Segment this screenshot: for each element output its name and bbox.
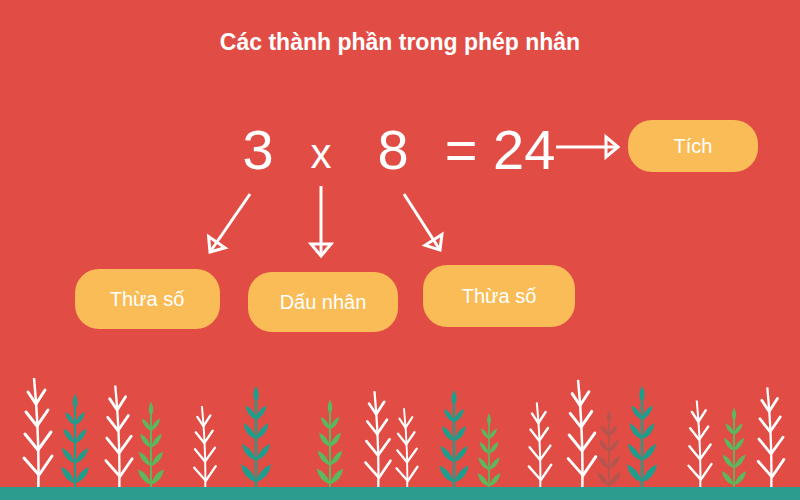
- term-box: Tích: [628, 120, 758, 172]
- equation-term: 3: [242, 122, 273, 178]
- term-box: Thừa số: [423, 265, 575, 327]
- term-box: Thừa số: [75, 269, 220, 329]
- equation-term: x: [311, 133, 332, 175]
- equation-term: = 24: [445, 122, 556, 178]
- pointer-arrow: [404, 194, 440, 250]
- title: Các thành phần trong phép nhân: [220, 29, 580, 56]
- term-box: Dấu nhân: [248, 272, 398, 332]
- ground-strip: [0, 487, 800, 500]
- equation-term: 8: [377, 122, 408, 178]
- pointer-arrow: [210, 194, 250, 252]
- term-name: Tích: [674, 135, 713, 158]
- term-name: Thừa số: [110, 288, 185, 311]
- pointer-arrow: [320, 186, 323, 256]
- term-name: Dấu nhân: [280, 291, 367, 314]
- term-name: Thừa số: [462, 285, 537, 308]
- plants: [24, 378, 784, 500]
- pointer-arrow: [556, 146, 618, 149]
